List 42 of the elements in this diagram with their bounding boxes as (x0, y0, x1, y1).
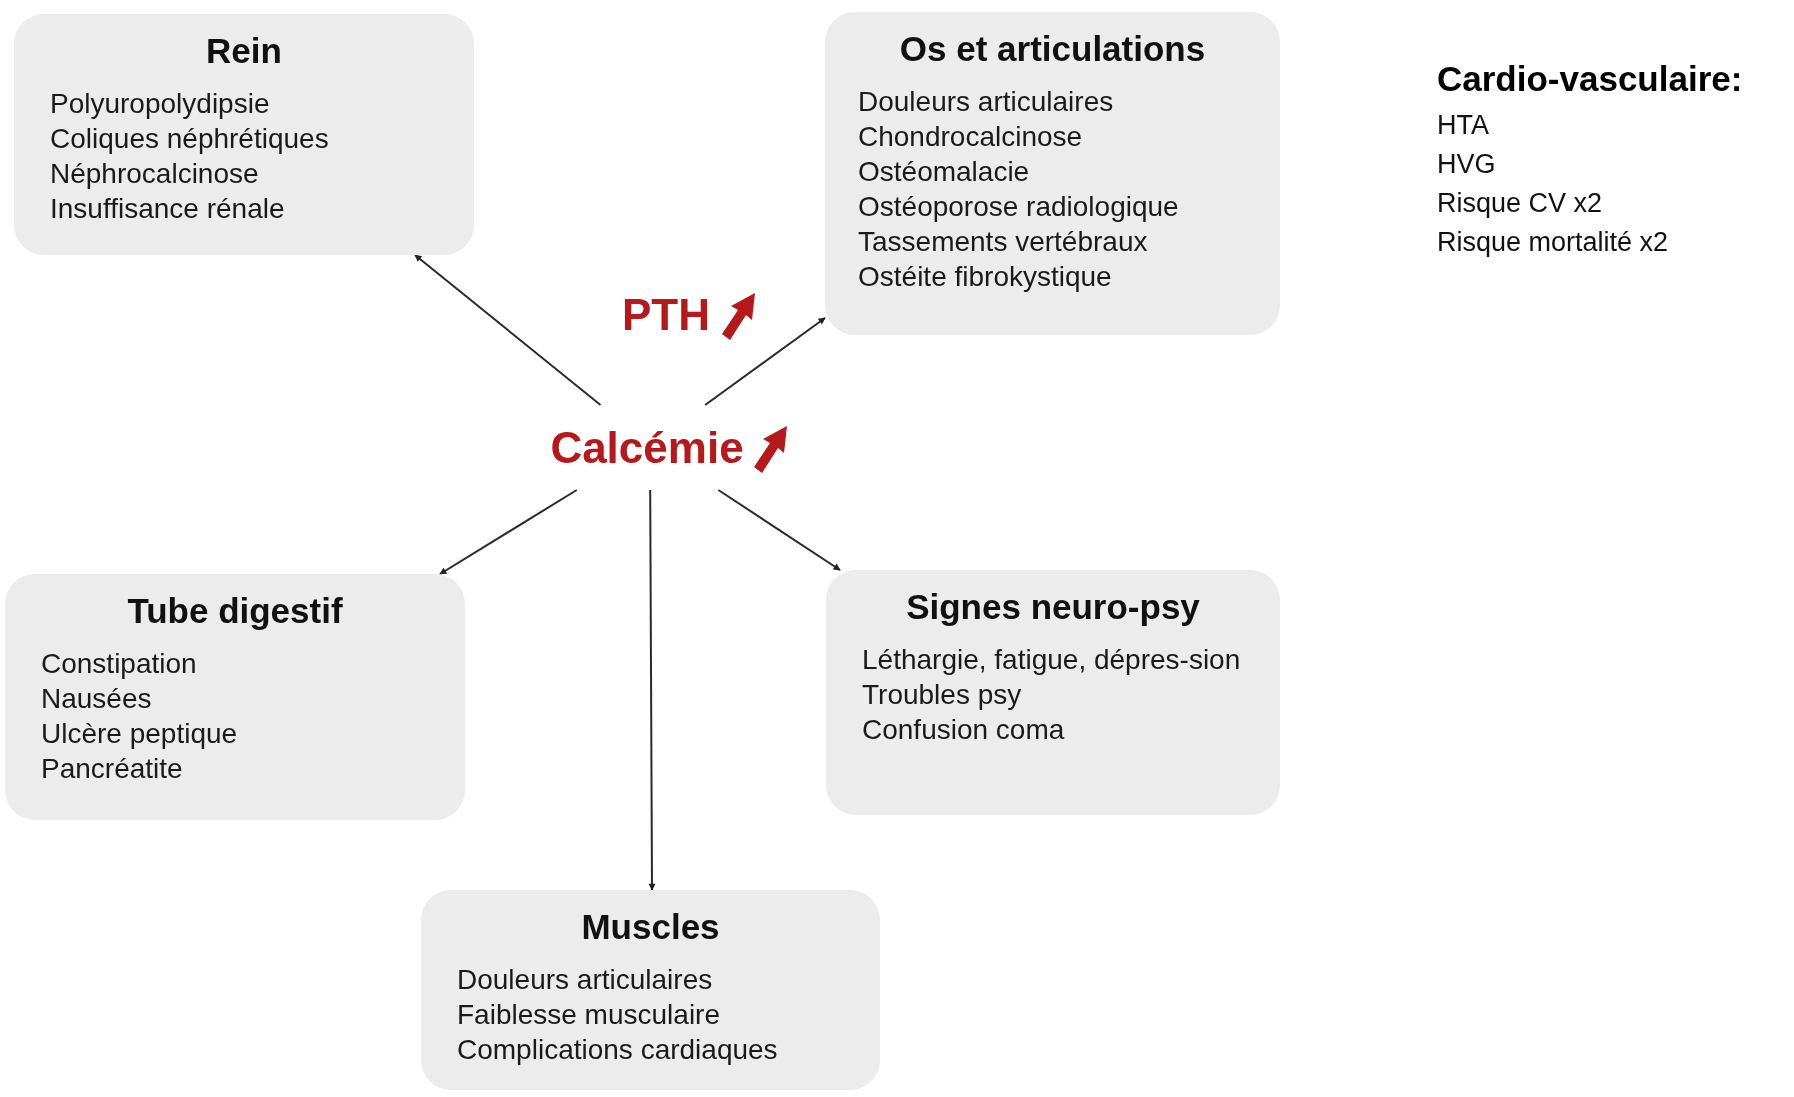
list-item: Néphrocalcinose (50, 157, 260, 191)
list-item: Faiblesse musculaire (457, 998, 721, 1032)
list-item: Polyuropolydipsie (50, 87, 271, 121)
list-item: Complications cardiaques (457, 1033, 779, 1067)
arrow (717, 489, 841, 571)
box-heading: Signes neuro-psy (905, 586, 1201, 628)
list-item: Chondrocalcinose (858, 120, 1084, 154)
list-item: Coliques néphrétiques (50, 122, 330, 156)
list-item: Insuffisance rénale (50, 192, 286, 226)
list-item: Risque CV x2 (1437, 187, 1604, 220)
list-item: Risque mortalité x2 (1437, 226, 1670, 259)
category-box (14, 14, 474, 255)
list-item: HVG (1437, 148, 1497, 181)
list-item: Constipation (41, 647, 198, 681)
list-item: HTA (1437, 109, 1490, 142)
list-item: Douleurs articulaires (858, 85, 1115, 119)
list-item: Ostéomalacie (858, 155, 1031, 189)
category-box (825, 12, 1280, 335)
arrow (439, 489, 578, 575)
center-label: Calcémie (550, 422, 744, 473)
section-heading: Cardio-vasculaire: (1437, 58, 1743, 100)
list-item: Ostéite fibrokystique (858, 260, 1113, 294)
category-box (826, 570, 1280, 815)
arrow (414, 254, 602, 406)
list-item: Tassements vertébraux (858, 225, 1149, 259)
list-item: Ostéoporose radiologique (858, 190, 1180, 224)
list-item: Nausées (41, 682, 153, 716)
box-heading: Rein (205, 30, 283, 72)
edge-label: PTH (622, 290, 710, 340)
list-item: Troubles psy (862, 678, 1023, 712)
list-item: Léthargie, fatigue, dépres-sion (862, 643, 1242, 677)
category-box (5, 574, 465, 820)
box-heading: Os et articulations (898, 28, 1207, 70)
category-box (421, 890, 880, 1090)
box-heading: Muscles (580, 906, 721, 948)
box-heading: Tube digestif (126, 590, 344, 632)
list-item: Pancréatite (41, 752, 184, 786)
arrow (648, 489, 656, 891)
list-item: Ulcère peptique (41, 717, 239, 751)
list-item: Confusion coma (862, 713, 1066, 747)
arrow (704, 317, 826, 406)
list-item: Douleurs articulaires (457, 963, 714, 997)
